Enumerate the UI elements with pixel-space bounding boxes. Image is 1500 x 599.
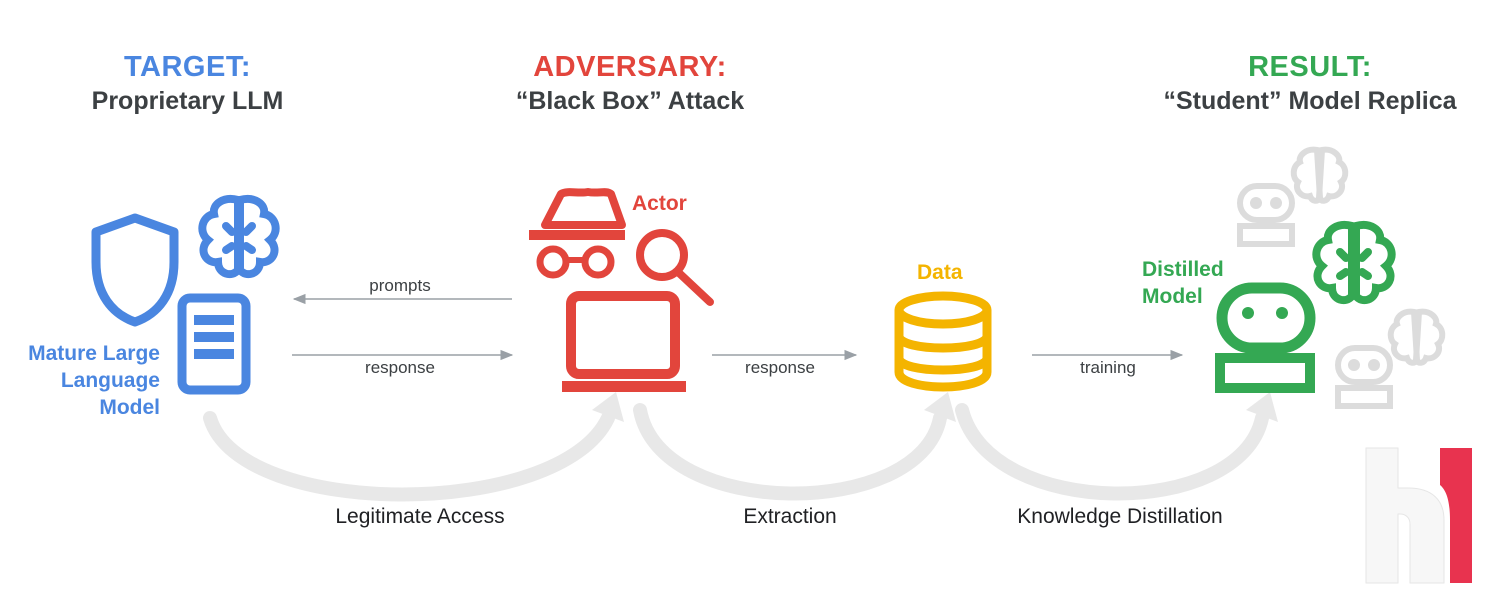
magnifier-icon <box>636 229 714 306</box>
result-kicker: RESULT: <box>1248 51 1372 83</box>
curve-legitimate-access <box>203 392 624 502</box>
target-icon-label: Mature Large Language Model <box>10 340 160 421</box>
ghost-brain-icon-2 <box>1387 308 1446 366</box>
target-icon-label-line-1: Mature Large <box>28 342 160 365</box>
ghost-brain-icon <box>1290 146 1349 204</box>
actor-label: Actor <box>632 192 687 215</box>
hl-logo-icon <box>1365 447 1472 584</box>
adversary-kicker: ADVERSARY: <box>533 51 727 83</box>
robot-icon <box>1215 282 1316 393</box>
stage-legitimate-access: Legitimate Access <box>335 505 505 528</box>
target-header: TARGET: Proprietary LLM <box>60 50 315 118</box>
distilled-model-label: Distilled Model <box>1142 256 1224 310</box>
spy-incognito-icon <box>529 188 626 279</box>
ghost-robot-icon-2 <box>1335 345 1393 409</box>
target-kicker: TARGET: <box>123 51 251 83</box>
stage-knowledge-distillation: Knowledge Distillation <box>1017 505 1223 528</box>
target-subtitle: Proprietary LLM <box>91 87 284 115</box>
training-label: training <box>1080 358 1136 377</box>
ghost-robot-icon <box>1237 183 1295 247</box>
curve-knowledge-distillation <box>955 392 1278 501</box>
data-label: Data <box>917 261 963 284</box>
database-icon <box>894 291 992 392</box>
result-subtitle: “Student” Model Replica <box>1163 87 1457 115</box>
curve-extraction <box>633 392 956 501</box>
distilled-model-label-line-2: Model <box>1142 285 1203 308</box>
distilled-model-label-line-1: Distilled <box>1142 258 1224 281</box>
response-label-1: response <box>365 358 435 377</box>
response-label-2: response <box>745 358 815 377</box>
target-icon-label-line-3: Model <box>99 396 160 419</box>
adversary-header: ADVERSARY: “Black Box” Attack <box>485 50 775 118</box>
brain-icon-green <box>1312 221 1396 305</box>
stage-extraction: Extraction <box>743 505 837 528</box>
result-header: RESULT: “Student” Model Replica <box>1140 50 1480 118</box>
adversary-subtitle: “Black Box” Attack <box>515 87 745 115</box>
document-icon <box>177 293 251 395</box>
target-icon-label-line-2: Language <box>60 369 160 392</box>
laptop-icon <box>562 291 686 392</box>
brain-icon <box>198 195 280 279</box>
shield-icon <box>91 213 179 327</box>
prompts-label: prompts <box>369 276 431 295</box>
